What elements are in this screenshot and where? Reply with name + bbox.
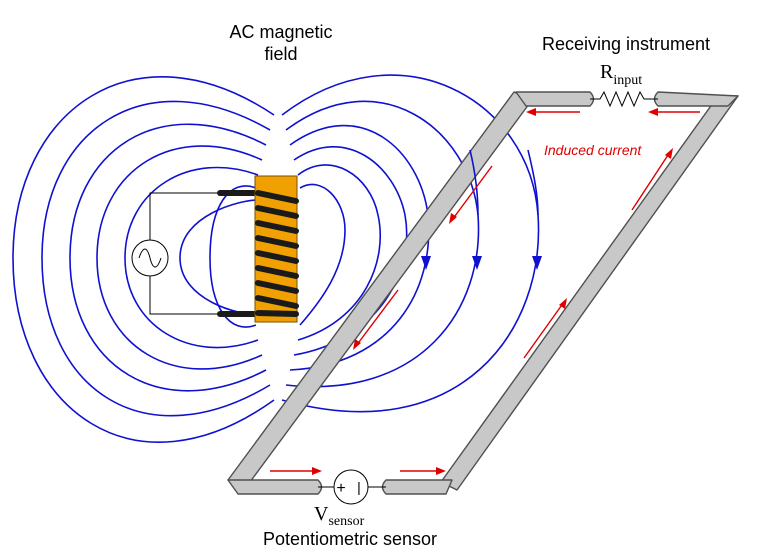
sensor-voltage-sub: sensor — [328, 514, 364, 529]
field-line — [96, 145, 263, 370]
resistor-label-sub: input — [613, 73, 642, 88]
ac-source-icon — [131, 239, 169, 277]
field-label-line2: field — [264, 44, 297, 64]
resistor-label-main: R — [600, 61, 614, 83]
winding — [255, 265, 299, 279]
field-line — [527, 149, 539, 216]
winding — [255, 190, 299, 204]
source-wire-bottom — [149, 276, 218, 315]
field-line — [281, 74, 540, 413]
loop-bottom-left — [227, 479, 323, 495]
winding — [255, 205, 299, 219]
current-arrow-top-right — [648, 108, 700, 116]
field-line — [179, 199, 259, 315]
winding — [255, 250, 299, 264]
field-line — [124, 166, 259, 349]
resistor-icon — [590, 90, 658, 108]
plus-sign: + — [336, 480, 345, 497]
resistor-label: Rinput — [600, 61, 642, 88]
loop-bottom-right — [381, 479, 453, 495]
coil-windings — [255, 190, 299, 317]
current-arrow-right-upper — [631, 148, 673, 211]
coil-leads — [217, 190, 261, 317]
field-label-line1: AC magnetic — [229, 22, 332, 42]
loop-top-left — [515, 91, 595, 107]
ac-source-circuit — [149, 192, 218, 315]
minus-sign: | — [357, 479, 361, 495]
field-line — [69, 123, 267, 392]
field-lines-left — [12, 76, 275, 443]
current-arrow-left-lower — [353, 289, 399, 350]
sensor-voltage-label: Vsensor — [314, 503, 365, 529]
field-lines-right — [179, 74, 540, 413]
source-wire-top — [149, 192, 218, 240]
field-line — [209, 185, 257, 328]
field-line — [469, 149, 479, 216]
voltage-source-icon — [318, 469, 386, 505]
current-arrow-bottom-right — [400, 467, 446, 475]
field-line — [285, 100, 480, 388]
induced-current-label: Induced current — [544, 142, 642, 158]
field-lines-over-loop — [469, 149, 539, 216]
current-arrow-left-upper — [449, 165, 493, 224]
winding — [255, 295, 299, 309]
field-arrow — [532, 256, 542, 270]
current-arrows — [270, 108, 700, 475]
potentiometric-sensor-label: Potentiometric sensor — [263, 529, 437, 549]
winding — [255, 310, 299, 317]
current-arrow-right-lower — [523, 298, 567, 359]
field-line — [41, 100, 271, 417]
field-arrow — [472, 256, 482, 270]
field-line — [297, 164, 382, 341]
current-arrow-bottom-left — [270, 467, 322, 475]
loop-top-right — [653, 91, 739, 107]
sensor-voltage-main: V — [314, 503, 329, 525]
winding — [255, 280, 299, 294]
winding — [255, 235, 299, 249]
current-arrow-top-left — [526, 108, 580, 116]
field-arrow — [421, 256, 431, 270]
field-line — [299, 183, 346, 326]
conductor-loop — [227, 91, 739, 495]
field-line — [12, 76, 275, 443]
winding — [255, 220, 299, 234]
receiving-instrument-label: Receiving instrument — [542, 34, 710, 54]
field-arrows — [421, 256, 542, 270]
